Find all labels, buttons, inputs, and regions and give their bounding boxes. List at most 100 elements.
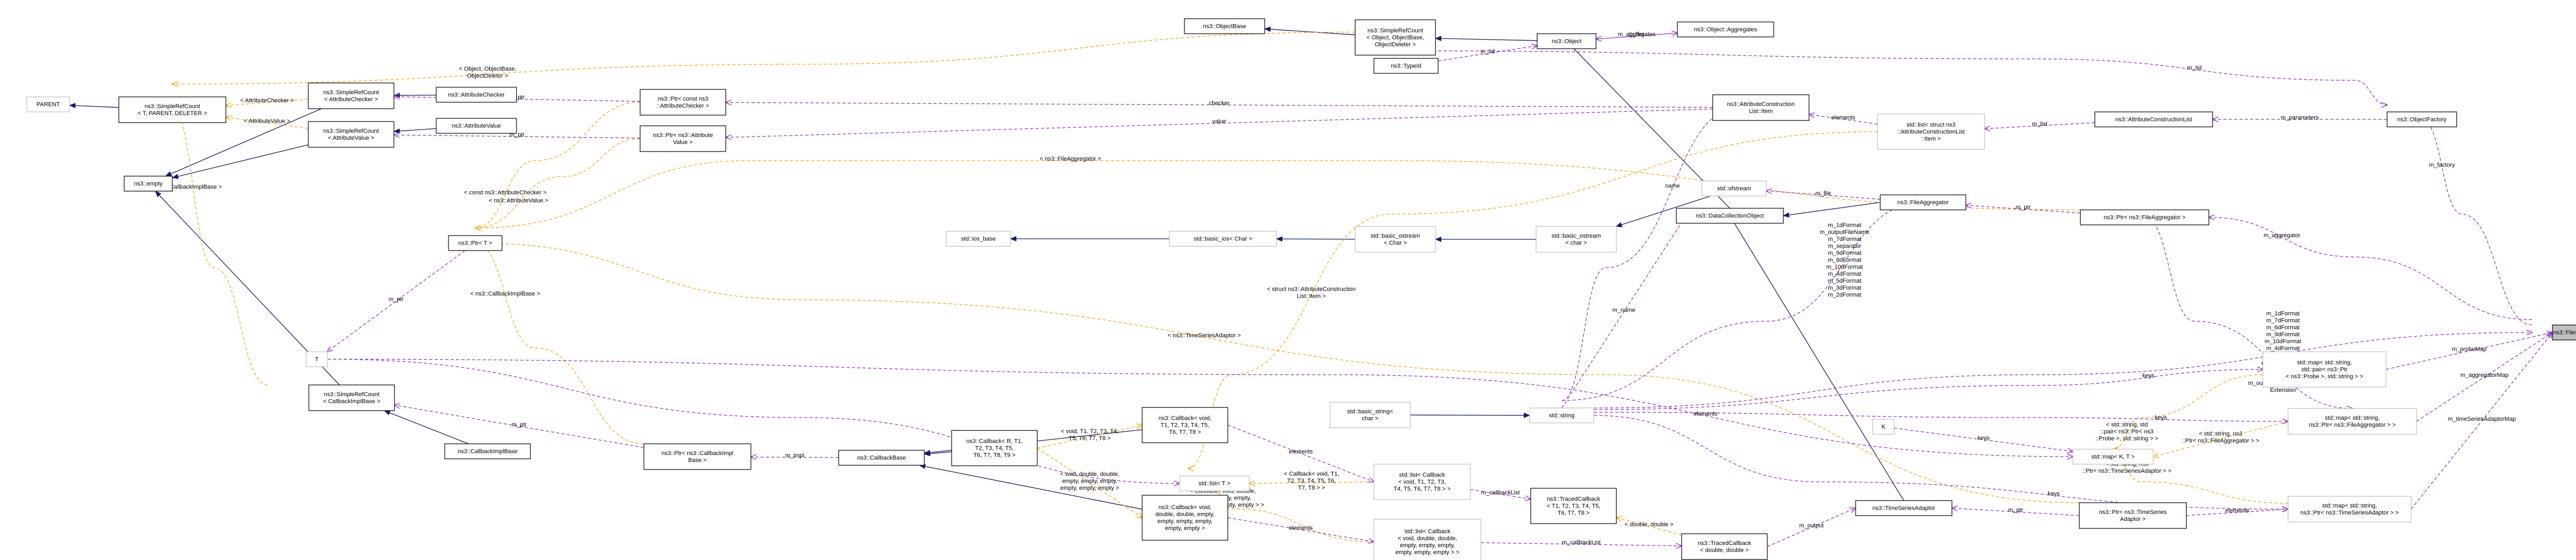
class-node-ptrcb[interactable]: ns3::Ptr< ns3::CallbackImplBase > xyxy=(643,443,751,470)
class-node-av[interactable]: ns3::AttributeValue xyxy=(436,118,517,134)
class-node-objbase[interactable]: ns3::ObjectBase xyxy=(1184,18,1265,34)
class-node-label: ns3::Ptr< ns3::FileAggregator > xyxy=(2104,215,2186,221)
class-node-bostream: std::basic_ostream< Char > xyxy=(1355,226,1436,253)
class-node-box xyxy=(1536,226,1617,253)
edge-label: elements xyxy=(1832,115,1856,121)
class-node-parent: PARENT xyxy=(26,96,70,112)
class-node-mapkt: std::map< K, T > xyxy=(2072,449,2154,465)
edge-label: m_aggregator xyxy=(2263,232,2300,239)
edge-label: ObjectDeleter > xyxy=(467,73,508,79)
class-node-maptsa: std::map< std::string,ns3::Ptr< ns3::Tim… xyxy=(2288,496,2412,523)
class-node-typeid[interactable]: ns3::TypeId xyxy=(1373,58,1439,74)
class-node-ptrav[interactable]: ns3::Ptr< ns3::AttributeValue > xyxy=(640,125,726,152)
class-node-empty[interactable]: ns3::empty xyxy=(124,176,173,192)
edge-use-ptrt-t xyxy=(327,250,466,352)
class-node-label: < AttributeValue > xyxy=(328,135,375,141)
edge-label: m_4dFormat xyxy=(1828,271,1861,277)
class-node-ptrt[interactable]: ns3::Ptr< T > xyxy=(448,235,503,251)
edge-label: value xyxy=(1212,118,1226,125)
class-node-cbb[interactable]: ns3::CallbackBase xyxy=(838,450,925,466)
edge-label: m_ptr xyxy=(512,421,527,428)
edge-use-string-fa xyxy=(1561,202,1923,401)
class-node-src[interactable]: ns3::SimpleRefCount< T, PARENT, DELETER … xyxy=(118,96,226,123)
edge-label: m_9dFormat xyxy=(1828,250,1861,256)
class-node-label: std::map< std::string, xyxy=(2322,503,2377,509)
edge-label: elements xyxy=(2225,508,2250,514)
class-node-fa[interactable]: ns3::FileAggregator xyxy=(1880,194,1966,210)
class-node-cbib[interactable]: ns3::CallbackImplBase xyxy=(444,443,531,459)
class-node-label: T6, T7, T8, T9 > xyxy=(974,452,1016,459)
class-node-box xyxy=(306,351,328,367)
class-node-label: < ns3::Probe >, std::string > > xyxy=(2286,374,2364,380)
edge-label: ::Ptr< ns3::TimeSeriesAdaptor > > xyxy=(2083,468,2171,474)
edge-label: < const ns3::AttributeChecker > xyxy=(464,190,546,196)
class-node-box xyxy=(1184,18,1265,34)
class-node-srccb[interactable]: ns3::SimpleRefCount< CallbackImplBase > xyxy=(308,384,395,411)
class-node-srcobj[interactable]: ns3::SimpleRefCount< Object, ObjectBase,… xyxy=(1355,19,1436,56)
class-node-label: T4, T5, T6, T7, T8 > > xyxy=(1394,486,1451,493)
class-node-label: T2, T3, T4, T5, xyxy=(975,445,1014,452)
class-node-tcbd[interactable]: ns3::TracedCallback< double, double > xyxy=(1681,533,1768,560)
class-node-box xyxy=(2079,502,2187,529)
class-node-fh[interactable]: ns3::FileHelper xyxy=(2552,324,2576,340)
class-node-of[interactable]: ns3::ObjectFactory xyxy=(2387,111,2457,127)
class-node-cbv[interactable]: ns3::Callback< void,T1, T2, T3, T4, T5,T… xyxy=(1142,407,1228,443)
edge-tpl-maptsa-mapkt xyxy=(2113,457,2289,504)
class-node-acl[interactable]: ns3::AttributeConstructionList xyxy=(2094,111,2213,127)
class-node-label: ns3::CallbackBase xyxy=(857,455,906,461)
class-node-obj[interactable]: ns3::Object xyxy=(1537,33,1597,49)
class-node-label: < T, PARENT, DELETER > xyxy=(138,110,207,117)
edge-label: m_timeSeriesAdaptorMap xyxy=(2448,416,2516,422)
class-node-label: ns3::Ptr< T > xyxy=(458,240,492,247)
class-node-label: ::AttributeChecker > xyxy=(657,103,709,109)
class-node-tcb[interactable]: ns3::TracedCallback< T1, T2, T3, T4, T5,… xyxy=(1530,488,1617,524)
edge-tpl-listcbv-listt xyxy=(1249,482,1374,483)
class-node-label: < CallbackImplBase > xyxy=(323,398,381,405)
edge-use-ptrfa-mapfa xyxy=(2144,217,2352,408)
edge-label: List::Item > xyxy=(1297,293,1326,300)
edge-inh-av-srcav xyxy=(393,128,437,134)
class-node-cbr[interactable]: ns3::Callback< R, T1,T2, T3, T4, T5,T6, … xyxy=(951,430,1038,466)
class-node-box xyxy=(2094,111,2213,127)
edge-label: < void, double, double, xyxy=(1060,471,1119,478)
edge-use-k-mapkt xyxy=(1894,427,2073,452)
class-node-dco[interactable]: ns3::DataCollectionObject xyxy=(1676,208,1784,224)
edge-use-cbvd-listcbvd xyxy=(1227,517,1374,542)
edge-use-cbv-listcbv xyxy=(1227,425,1374,482)
class-node-cbvd[interactable]: ns3::Callback< void,double, double, empt… xyxy=(1142,495,1228,541)
edge-label: m_aggregatorMap xyxy=(2460,372,2509,379)
edge-label: ::Probe >, std::string > > xyxy=(2095,436,2159,442)
class-node-acli[interactable]: ns3::AttributeConstructionList::Item xyxy=(1712,94,1810,121)
edge-use-string-dco xyxy=(1561,216,1686,408)
edge-label: < ns3::FileAggregator > xyxy=(1040,156,1101,162)
edge-inh-cbvd-cbb xyxy=(918,464,1143,510)
class-node-ac[interactable]: ns3::AttributeChecker xyxy=(436,87,517,103)
edge-tpl-ptrav-ptrt xyxy=(475,138,641,228)
class-node-label: std::list< T > xyxy=(1198,481,1230,487)
class-node-label: < void, T1, T2, T3, xyxy=(1399,479,1446,486)
class-node-box xyxy=(2072,449,2154,465)
class-node-mapprobe: std::map< std::string,std::pair< ns3::Pt… xyxy=(2262,351,2387,388)
class-node-box xyxy=(1676,208,1784,224)
class-node-bios: std::basic_ios< Char > xyxy=(1169,231,1277,247)
class-node-box xyxy=(436,118,517,134)
class-node-ptrac[interactable]: ns3::Ptr< const ns3::AttributeChecker > xyxy=(640,89,726,116)
class-node-srcav[interactable]: ns3::SimpleRefCount< AttributeValue > xyxy=(308,121,394,148)
edge-label: m_name xyxy=(1613,307,1636,314)
class-node-label: ObjectDeleter > xyxy=(1375,42,1416,48)
edge-label: < ns3::AttributeValue > xyxy=(489,198,548,204)
class-node-box xyxy=(2080,209,2209,225)
class-node-ptrfa[interactable]: ns3::Ptr< ns3::FileAggregator > xyxy=(2080,209,2209,225)
class-node-ofstream: std::ofstream xyxy=(1701,180,1767,196)
class-node-tsa[interactable]: ns3::TimeSeriesAdaptor xyxy=(1855,500,1952,516)
class-node-ptrtsa[interactable]: ns3::Ptr< ns3::TimeSeriesAdaptor > xyxy=(2079,502,2187,529)
edge-label: < struct ns3::AttributeConstruction xyxy=(1267,286,1356,293)
edge-tpl-listitem-listt xyxy=(1188,131,1878,468)
edge-use-acl-listitem xyxy=(1985,122,2095,128)
edge-use-t-listt xyxy=(327,359,1180,483)
edge-use-fa-ofstream xyxy=(1766,191,1881,200)
class-node-box xyxy=(1537,33,1597,49)
class-node-box xyxy=(1355,226,1436,253)
class-node-srcac[interactable]: ns3::SimpleRefCount< AttributeChecker > xyxy=(308,82,394,109)
class-node-agg[interactable]: ns3::Object::Aggregates xyxy=(1677,21,1774,37)
